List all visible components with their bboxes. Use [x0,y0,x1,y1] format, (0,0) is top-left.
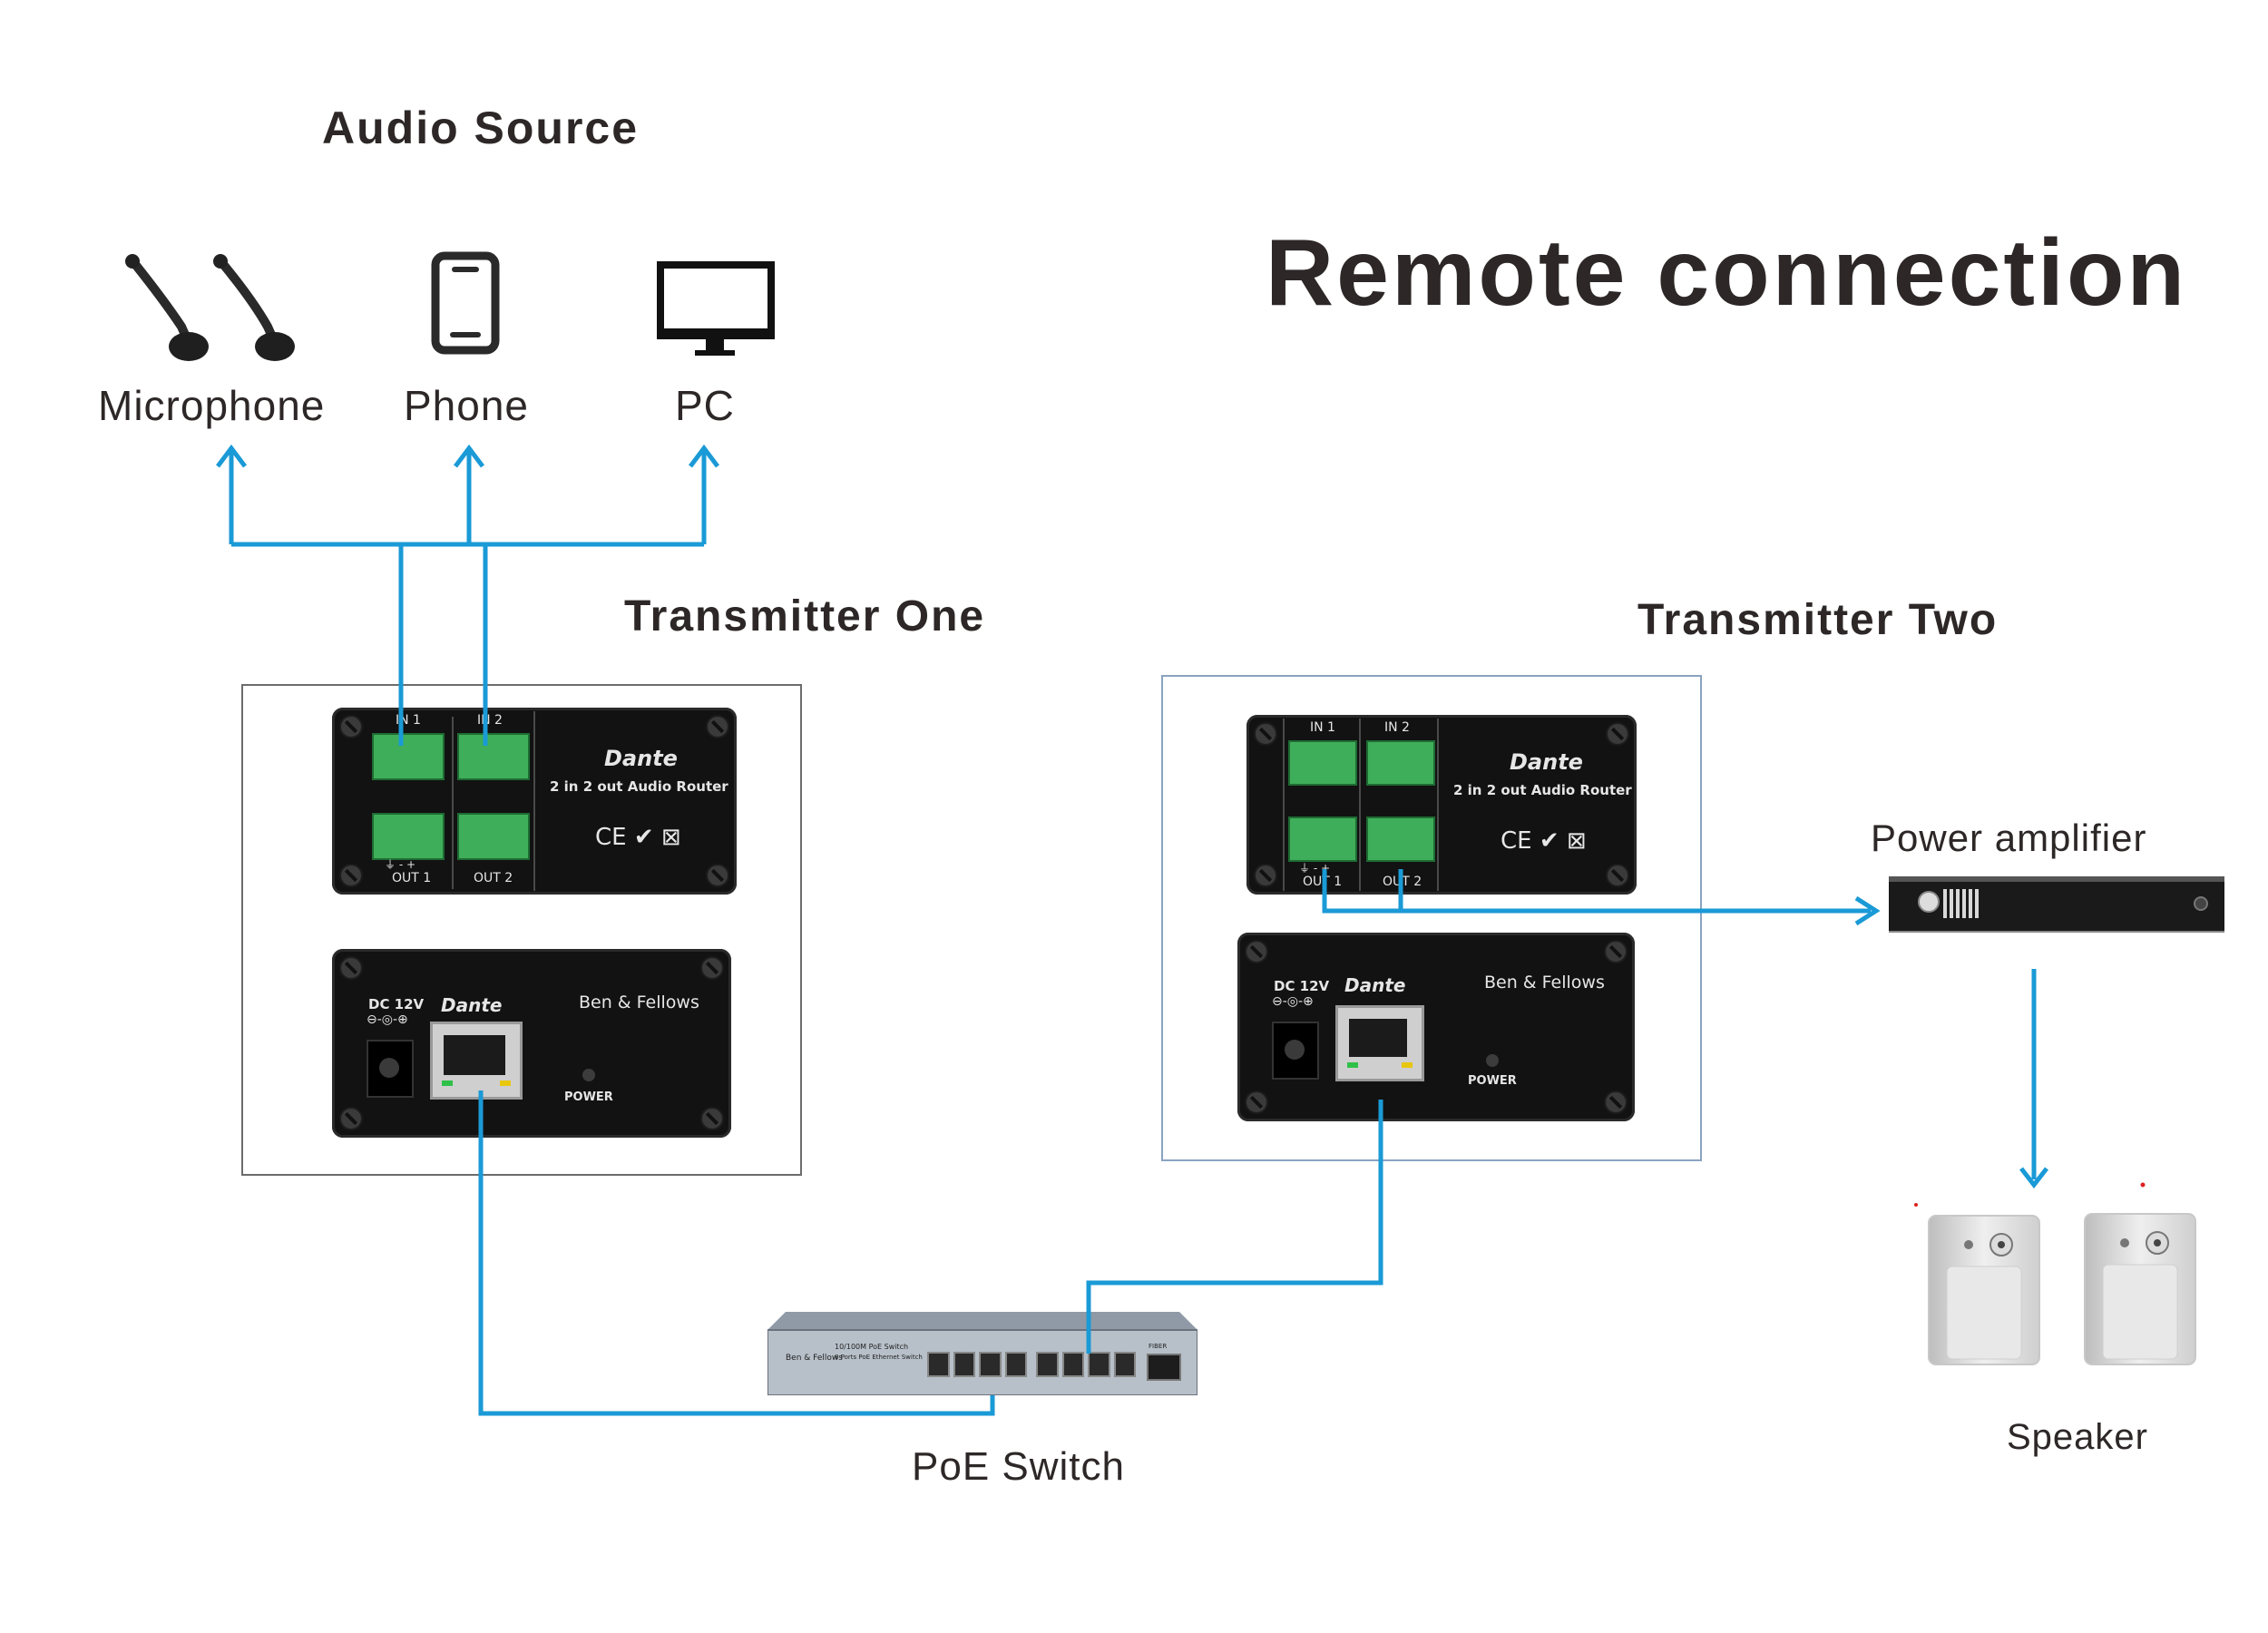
speaker-label: Speaker [2007,1417,2148,1457]
dante-logo: Dante [604,746,678,771]
dc-label: DC 12V [368,996,425,1012]
transmitter-two-front: IN 1 IN 2 ⏚ - + OUT 1 OUT 2 Dante 2 in 2… [1246,715,1637,895]
power-amplifier-icon [1889,876,2224,931]
ethernet-port[interactable] [1335,1005,1424,1081]
dc-power-jack[interactable] [1272,1022,1319,1080]
switch-sub: 8 Ports PoE Ethernet Switch [835,1354,923,1361]
model-text: 2 in 2 out Audio Router [1453,782,1632,798]
fiber-tag: FIBER [1149,1343,1168,1350]
dc-power-jack[interactable] [367,1040,414,1098]
power-label: POWER [1468,1074,1517,1088]
in1-label: IN 1 [396,713,421,728]
pc-label: PC [675,382,735,429]
pin-legend: ⏚ - + [385,858,416,871]
dc-label: DC 12V [1274,978,1330,994]
out2-label: OUT 2 [1383,875,1422,889]
dc-polarity: ⊖-◎-⊕ [367,1012,408,1027]
maker-text: Ben & Fellows [579,993,699,1012]
model-text: 2 in 2 out Audio Router [550,778,728,795]
terminal-block-in2[interactable] [1366,740,1435,786]
power-led [582,1069,595,1081]
pin-legend: ⏚ - + [1299,862,1331,875]
switch-ports-group-a[interactable] [927,1352,1027,1377]
power-amplifier-label: Power amplifier [1871,816,2147,859]
dante-logo: Dante [441,994,503,1016]
power-led [1486,1054,1499,1067]
terminal-block-out2[interactable] [1366,816,1435,862]
ethernet-port[interactable] [430,1022,523,1100]
out1-label: OUT 1 [392,871,432,885]
terminal-block-in2[interactable] [457,733,530,780]
dante-logo: Dante [1344,974,1406,996]
out1-label: OUT 1 [1303,875,1343,889]
in2-label: IN 2 [1384,720,1410,735]
terminal-block-out1[interactable] [372,813,445,860]
transmitter-two-back: DC 12V ⊖-◎-⊕ Dante Ben & Fellows POWER [1237,933,1635,1121]
terminal-block-out1[interactable] [1288,816,1357,862]
power-label: POWER [564,1090,613,1104]
microphone-label: Microphone [98,382,326,429]
terminal-block-in1[interactable] [1288,740,1357,786]
poe-switch: Ben & Fellows 10/100M PoE Switch 8 Ports… [767,1312,1198,1395]
transmitter-one-back: DC 12V ⊖-◎-⊕ Dante Ben & Fellows POWER [332,949,731,1138]
out2-label: OUT 2 [474,871,513,885]
dante-logo: Dante [1510,749,1583,775]
phone-label: Phone [404,382,530,429]
cert-marks: CE ✔ ⊠ [595,824,681,851]
terminal-block-in1[interactable] [372,733,445,780]
switch-model: 10/100M PoE Switch [835,1343,909,1351]
fiber-port[interactable] [1147,1354,1181,1381]
transmitter-one-front: IN 1 IN 2 ⏚ - + OUT 1 OUT 2 Dante 2 in 2… [332,708,737,895]
dc-polarity: ⊖-◎-⊕ [1272,994,1314,1009]
transmitter-one-heading: Transmitter One [624,592,986,640]
page-title: Remote connection [1266,220,2187,326]
terminal-block-out2[interactable] [457,813,530,860]
switch-ports-group-b[interactable] [1036,1352,1136,1377]
in2-label: IN 2 [477,713,503,728]
in1-label: IN 1 [1310,720,1335,735]
maker-text: Ben & Fellows [1484,973,1605,993]
transmitter-two-heading: Transmitter Two [1637,596,1999,644]
audio-source-heading: Audio Source [322,103,640,153]
poe-switch-label: PoE Switch [912,1444,1125,1489]
cert-marks: CE ✔ ⊠ [1501,827,1587,855]
